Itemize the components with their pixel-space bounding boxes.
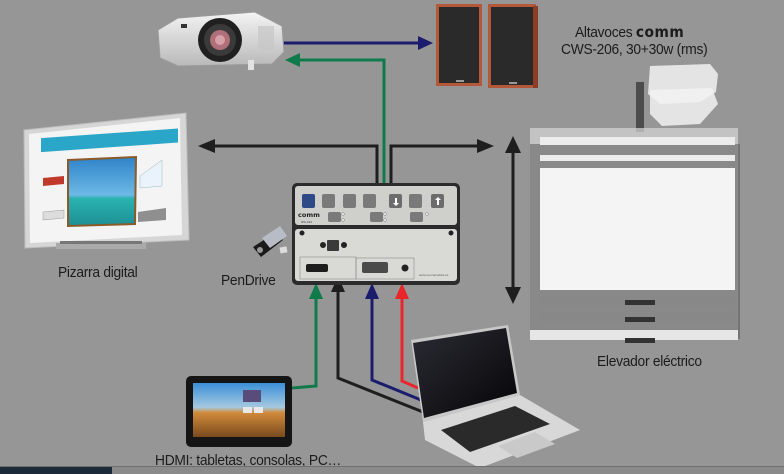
- port-pc-in: [362, 262, 388, 273]
- port-pc-audio: [401, 264, 409, 272]
- cable-controller-liftboard: [389, 139, 494, 183]
- arrowhead: [418, 36, 433, 50]
- button-screen: [410, 212, 423, 222]
- label-speakers-line2: CWS-206, 30+30w (rms): [561, 41, 708, 58]
- button-select-2: [370, 212, 383, 222]
- arrowhead: [198, 139, 215, 153]
- laptop: [411, 325, 580, 468]
- cable-controller-projector: [285, 53, 386, 183]
- cable-projector-speakers: [283, 36, 433, 50]
- label-lift: Elevador eléctrico: [597, 353, 702, 370]
- arrowhead: [309, 283, 323, 299]
- controller-website: www.commproduct.es: [419, 273, 449, 277]
- button-select-1: [328, 212, 341, 222]
- button-sync: [363, 194, 376, 208]
- arrowhead: [285, 53, 300, 67]
- label-speakers-line1: Altavoces comm: [575, 23, 684, 41]
- projector: [157, 11, 285, 70]
- button-mute: [409, 194, 422, 208]
- arrowhead-up: [505, 136, 521, 153]
- cable-controller-whiteboard: [198, 139, 379, 183]
- cable-tablet-hdmi: [291, 283, 323, 390]
- electric-lift-whiteboard: [530, 64, 740, 343]
- bottom-strip: [0, 466, 784, 474]
- arrowhead: [477, 139, 494, 153]
- button-on: [302, 194, 315, 208]
- controller-ipc191: comm IPC-191 www.commproduct.es: [292, 183, 460, 285]
- arrowhead-down: [505, 287, 521, 304]
- controller-brand: comm: [298, 211, 320, 219]
- port-hdmi: [306, 264, 328, 272]
- speakers: [436, 4, 538, 88]
- arrowhead: [365, 283, 379, 299]
- label-hdmi-sources: HDMI: tabletas, consolas, PC…: [155, 452, 342, 469]
- button-blank: [343, 194, 356, 208]
- pendrive: [253, 226, 288, 257]
- label-speakers-brand: comm: [635, 23, 685, 41]
- cable-laptop-audio: [395, 283, 419, 390]
- lift-arrow: [505, 136, 521, 304]
- bottom-strip-dark: [0, 467, 112, 474]
- button-off: [322, 194, 335, 208]
- cable-laptop-pcin: [365, 283, 422, 402]
- label-speakers-prefix: Altavoces: [575, 24, 636, 41]
- label-pendrive: PenDrive: [221, 272, 276, 289]
- controller-model: IPC-191: [301, 220, 312, 224]
- arrowhead: [395, 283, 409, 299]
- port-usb: [327, 240, 339, 251]
- tablet: [186, 376, 292, 447]
- interactive-whiteboard: [23, 112, 190, 249]
- label-whiteboard: Pizarra digital: [58, 264, 138, 281]
